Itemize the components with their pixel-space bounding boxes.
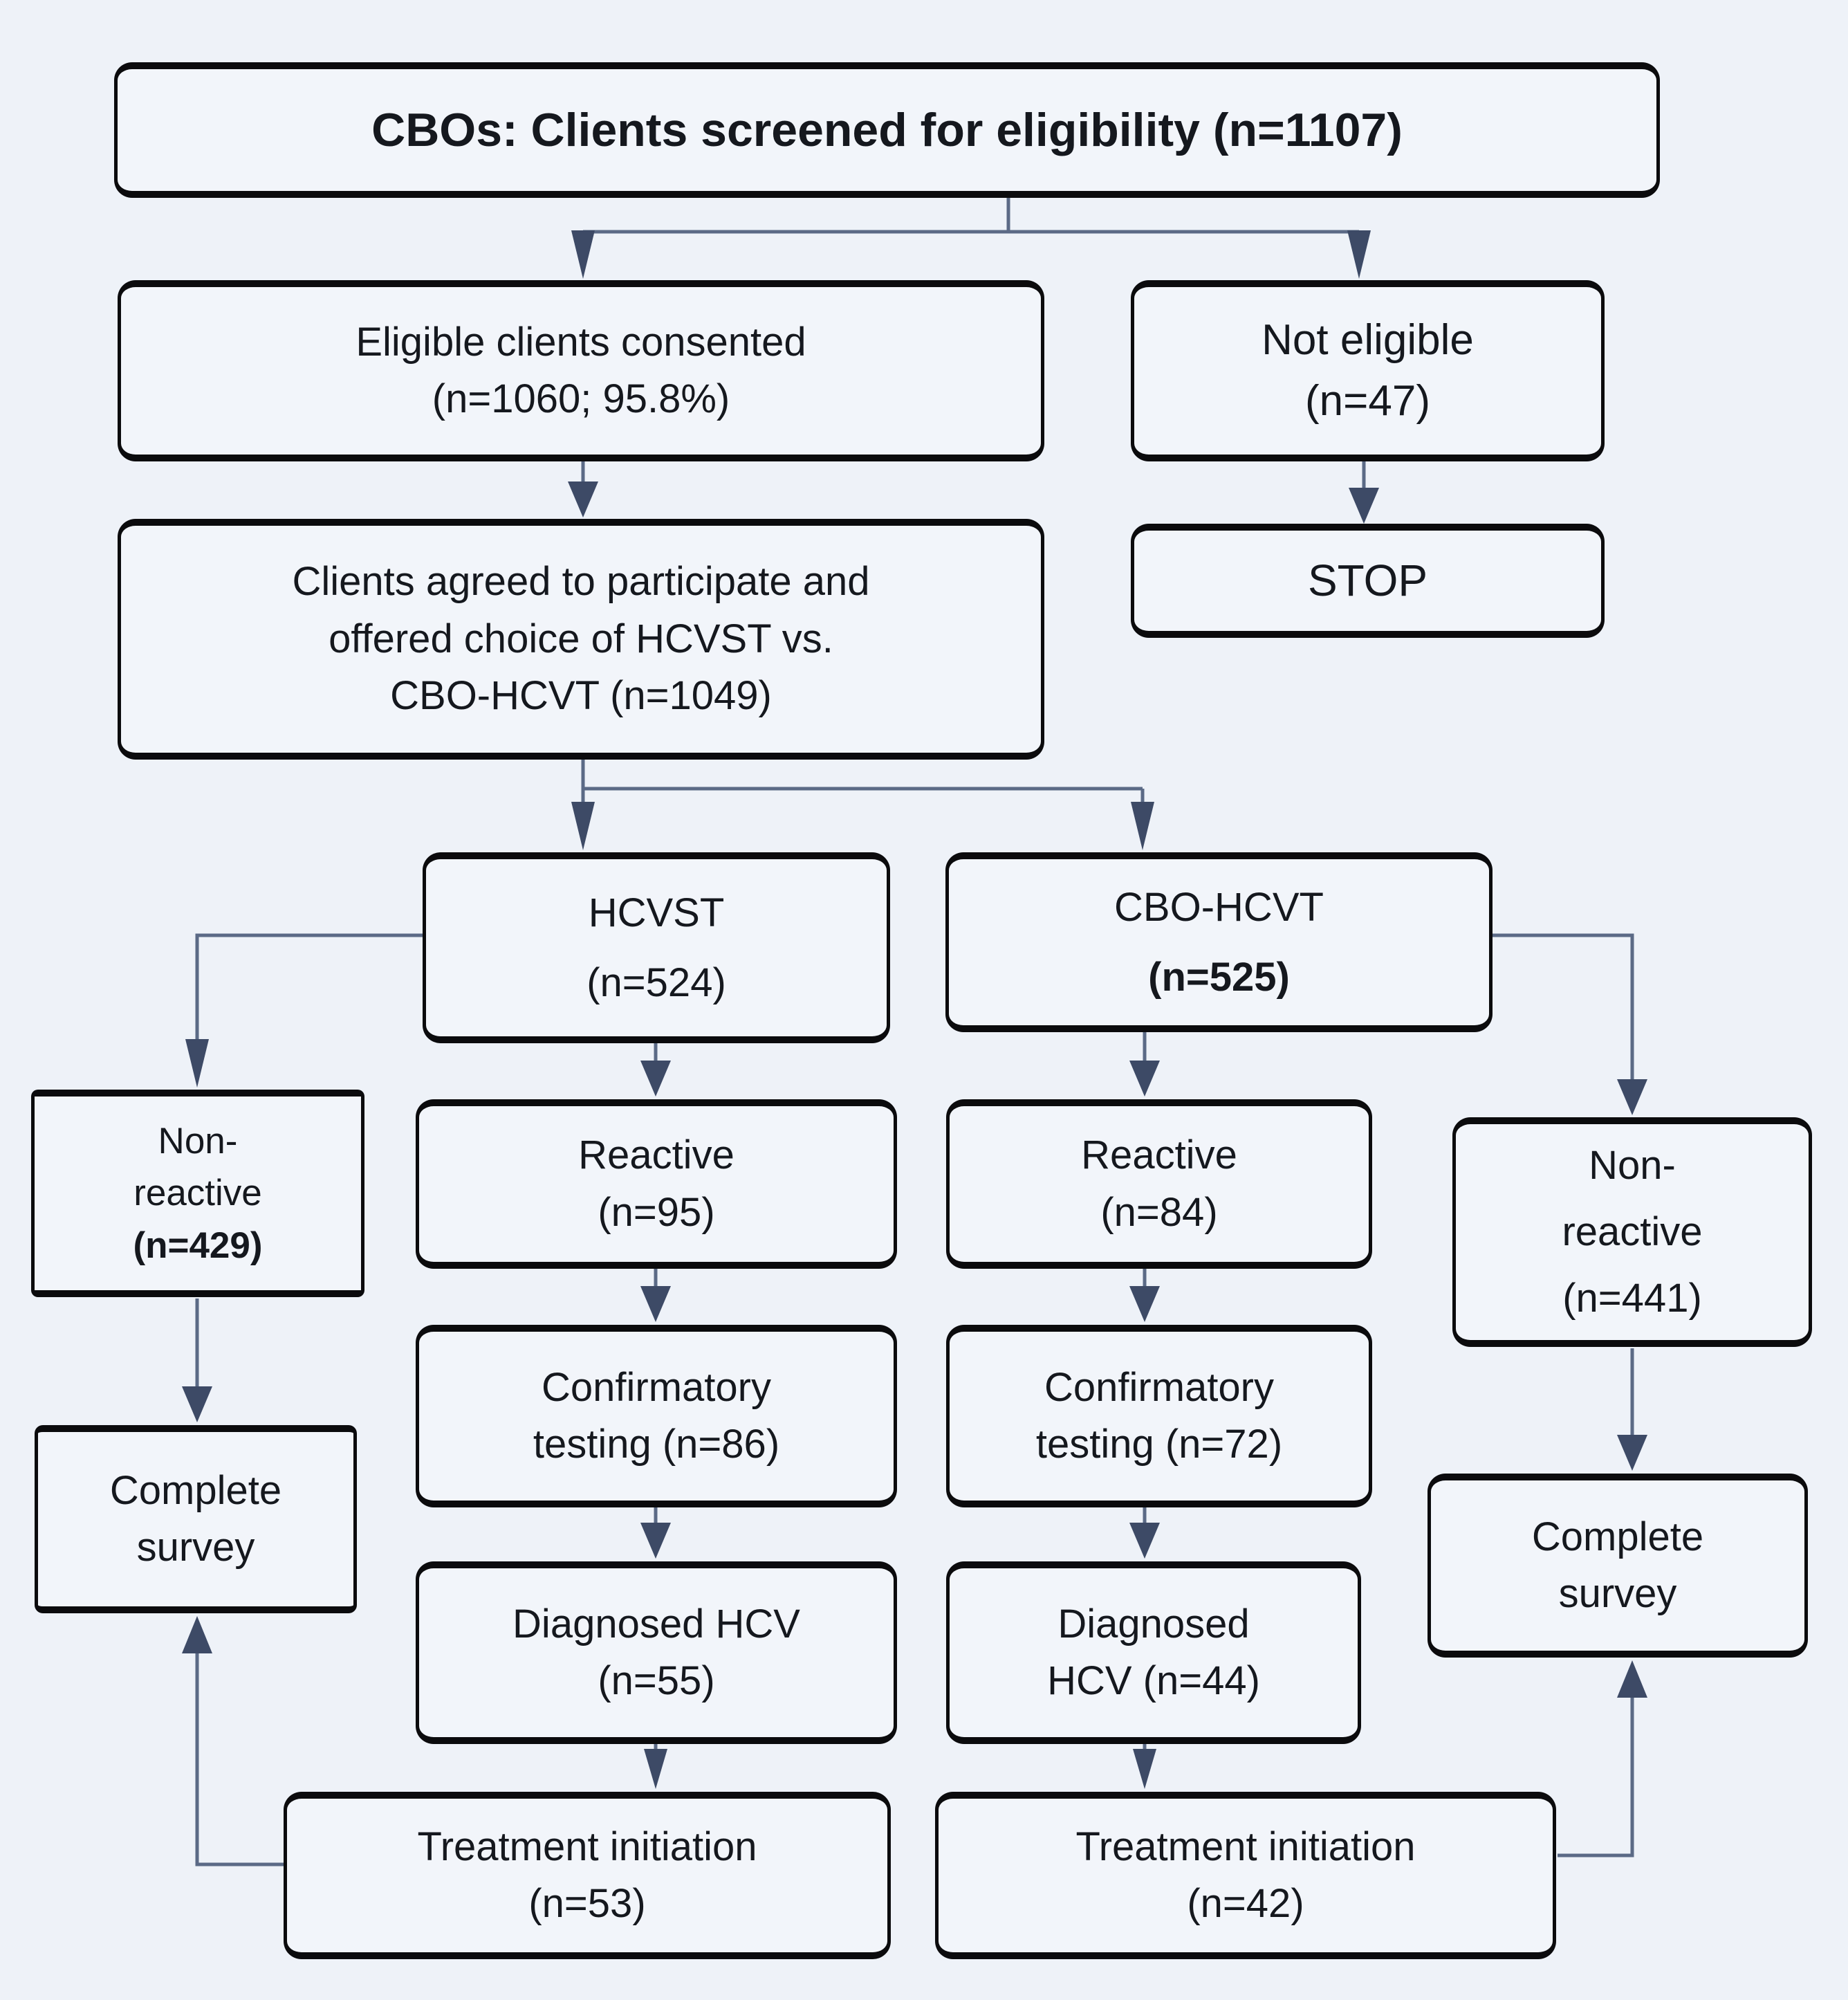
node-line: (n=55) — [598, 1658, 715, 1703]
node-line: STOP — [1307, 556, 1428, 606]
arrowhead-to-nonreactive-right — [1617, 1079, 1647, 1115]
arrowhead-to-diagnosed-cbo — [1129, 1523, 1160, 1559]
node-line: Diagnosed HCV — [512, 1601, 800, 1646]
node-not-eligible: Not eligible (n=47) — [1131, 280, 1605, 461]
arrowhead-to-complete-left — [182, 1386, 212, 1422]
node-line: HCV (n=44) — [1047, 1658, 1260, 1703]
node-agreed-participate: Clients agreed to participate and offere… — [118, 519, 1044, 760]
node-stop: STOP — [1131, 524, 1605, 638]
arrowhead-to-stop — [1349, 488, 1379, 524]
node-line: CBO-HCVT — [1114, 884, 1324, 930]
node-line: Clients agreed to participate and — [292, 559, 870, 605]
arrowhead-to-confirmatory-cbo — [1129, 1286, 1160, 1322]
node-line: testing (n=86) — [533, 1422, 780, 1467]
connector-hcvst-nonreactive-left — [195, 933, 424, 1045]
node-line: (n=95) — [598, 1189, 715, 1235]
node-line: offered choice of HCVST vs. — [329, 616, 833, 661]
arrowhead-to-agreed — [568, 481, 598, 517]
node-line: Reactive — [578, 1132, 734, 1178]
node-treatment-initiation-hcvst: Treatment initiation (n=53) — [284, 1792, 891, 1959]
node-line: Confirmatory — [542, 1364, 771, 1410]
node-line: (n=1060; 95.8%) — [432, 376, 730, 421]
arrowhead-to-nonreactive-left — [185, 1039, 209, 1088]
node-line: (n=84) — [1100, 1189, 1218, 1235]
arrowhead-to-not-eligible — [1347, 230, 1371, 279]
connector-cbo-nonreactive-right — [1491, 933, 1634, 1083]
node-eligible-consented: Eligible clients consented (n=1060; 95.8… — [118, 280, 1044, 461]
node-line: (n=47) — [1305, 377, 1430, 425]
node-treatment-initiation-cbo: Treatment initiation (n=42) — [935, 1792, 1556, 1959]
arrowhead-to-diagnosed-hcvst — [640, 1523, 671, 1559]
node-line: survey — [1558, 1571, 1677, 1616]
node-line: HCVST — [588, 890, 725, 935]
connector-screened-split — [581, 198, 1361, 239]
node-confirmatory-hcvst: Confirmatory testing (n=86) — [416, 1325, 897, 1507]
node-line: (n=53) — [528, 1881, 646, 1926]
node-line: (n=524) — [586, 960, 726, 1005]
node-line: (n=441) — [1562, 1275, 1702, 1321]
node-line: CBO-HCVT (n=1049) — [390, 673, 772, 719]
node-cbo-hcvt-arm: CBO-HCVT (n=525) — [945, 852, 1493, 1032]
arrowhead-to-cbo — [1131, 802, 1154, 850]
node-nonreactive-cbo: Non- reactive (n=441) — [1452, 1117, 1812, 1347]
node-line: Eligible clients consented — [355, 319, 806, 365]
arrowhead-up-complete-right — [1617, 1660, 1647, 1698]
node-line: Diagnosed — [1057, 1601, 1250, 1646]
node-reactive-cbo: Reactive (n=84) — [946, 1099, 1372, 1269]
arrowhead-up-complete-left — [182, 1616, 212, 1653]
arrowhead-to-reactive-cbo — [1129, 1061, 1160, 1097]
node-line: Treatment initiation — [417, 1824, 757, 1869]
node-line: Not eligible — [1262, 315, 1474, 364]
node-hcvst-arm: HCVST (n=524) — [423, 852, 890, 1043]
arrowhead-to-treatment-cbo — [1133, 1749, 1156, 1789]
connector-treatment-complete-right — [1558, 1696, 1634, 1857]
node-screened-eligibility: CBOs: Clients screened for eligibility (… — [114, 62, 1660, 198]
node-line: Non- — [158, 1121, 238, 1162]
connector-treatment-complete-left — [195, 1652, 284, 1866]
node-line: Treatment initiation — [1075, 1824, 1416, 1869]
node-line: Non- — [1589, 1143, 1676, 1189]
node-line: survey — [136, 1525, 255, 1570]
node-line: (n=429) — [133, 1224, 263, 1266]
node-reactive-hcvst: Reactive (n=95) — [416, 1099, 897, 1269]
arrowhead-to-confirmatory-hcvst — [640, 1286, 671, 1322]
node-line: Reactive — [1081, 1132, 1237, 1178]
node-line: Confirmatory — [1044, 1364, 1274, 1410]
node-line: reactive — [1562, 1209, 1703, 1255]
node-line: testing (n=72) — [1035, 1422, 1283, 1467]
node-nonreactive-hcvst: Non- reactive (n=429) — [31, 1090, 364, 1297]
node-line: Complete — [1531, 1514, 1704, 1559]
node-complete-survey-cbo: Complete survey — [1427, 1474, 1808, 1658]
arrowhead-to-treatment-hcvst — [644, 1749, 667, 1789]
arrowhead-to-reactive-hcvst — [640, 1061, 671, 1097]
node-line: CBOs: Clients screened for eligibility (… — [371, 103, 1403, 156]
node-diagnosed-hcvst: Diagnosed HCV (n=55) — [416, 1561, 897, 1744]
connector-agreed-split — [581, 760, 1145, 804]
node-line: (n=525) — [1148, 955, 1290, 1000]
arrowhead-to-complete-right — [1617, 1435, 1647, 1471]
arrowhead-to-eligible — [571, 230, 595, 279]
node-complete-survey-hcvst: Complete survey — [35, 1425, 357, 1613]
node-diagnosed-cbo: Diagnosed HCV (n=44) — [946, 1561, 1361, 1744]
node-line: Complete — [109, 1467, 282, 1513]
node-line: reactive — [133, 1173, 262, 1214]
arrowhead-to-hcvst — [571, 802, 595, 850]
node-line: (n=42) — [1187, 1881, 1304, 1926]
node-confirmatory-cbo: Confirmatory testing (n=72) — [946, 1325, 1372, 1507]
